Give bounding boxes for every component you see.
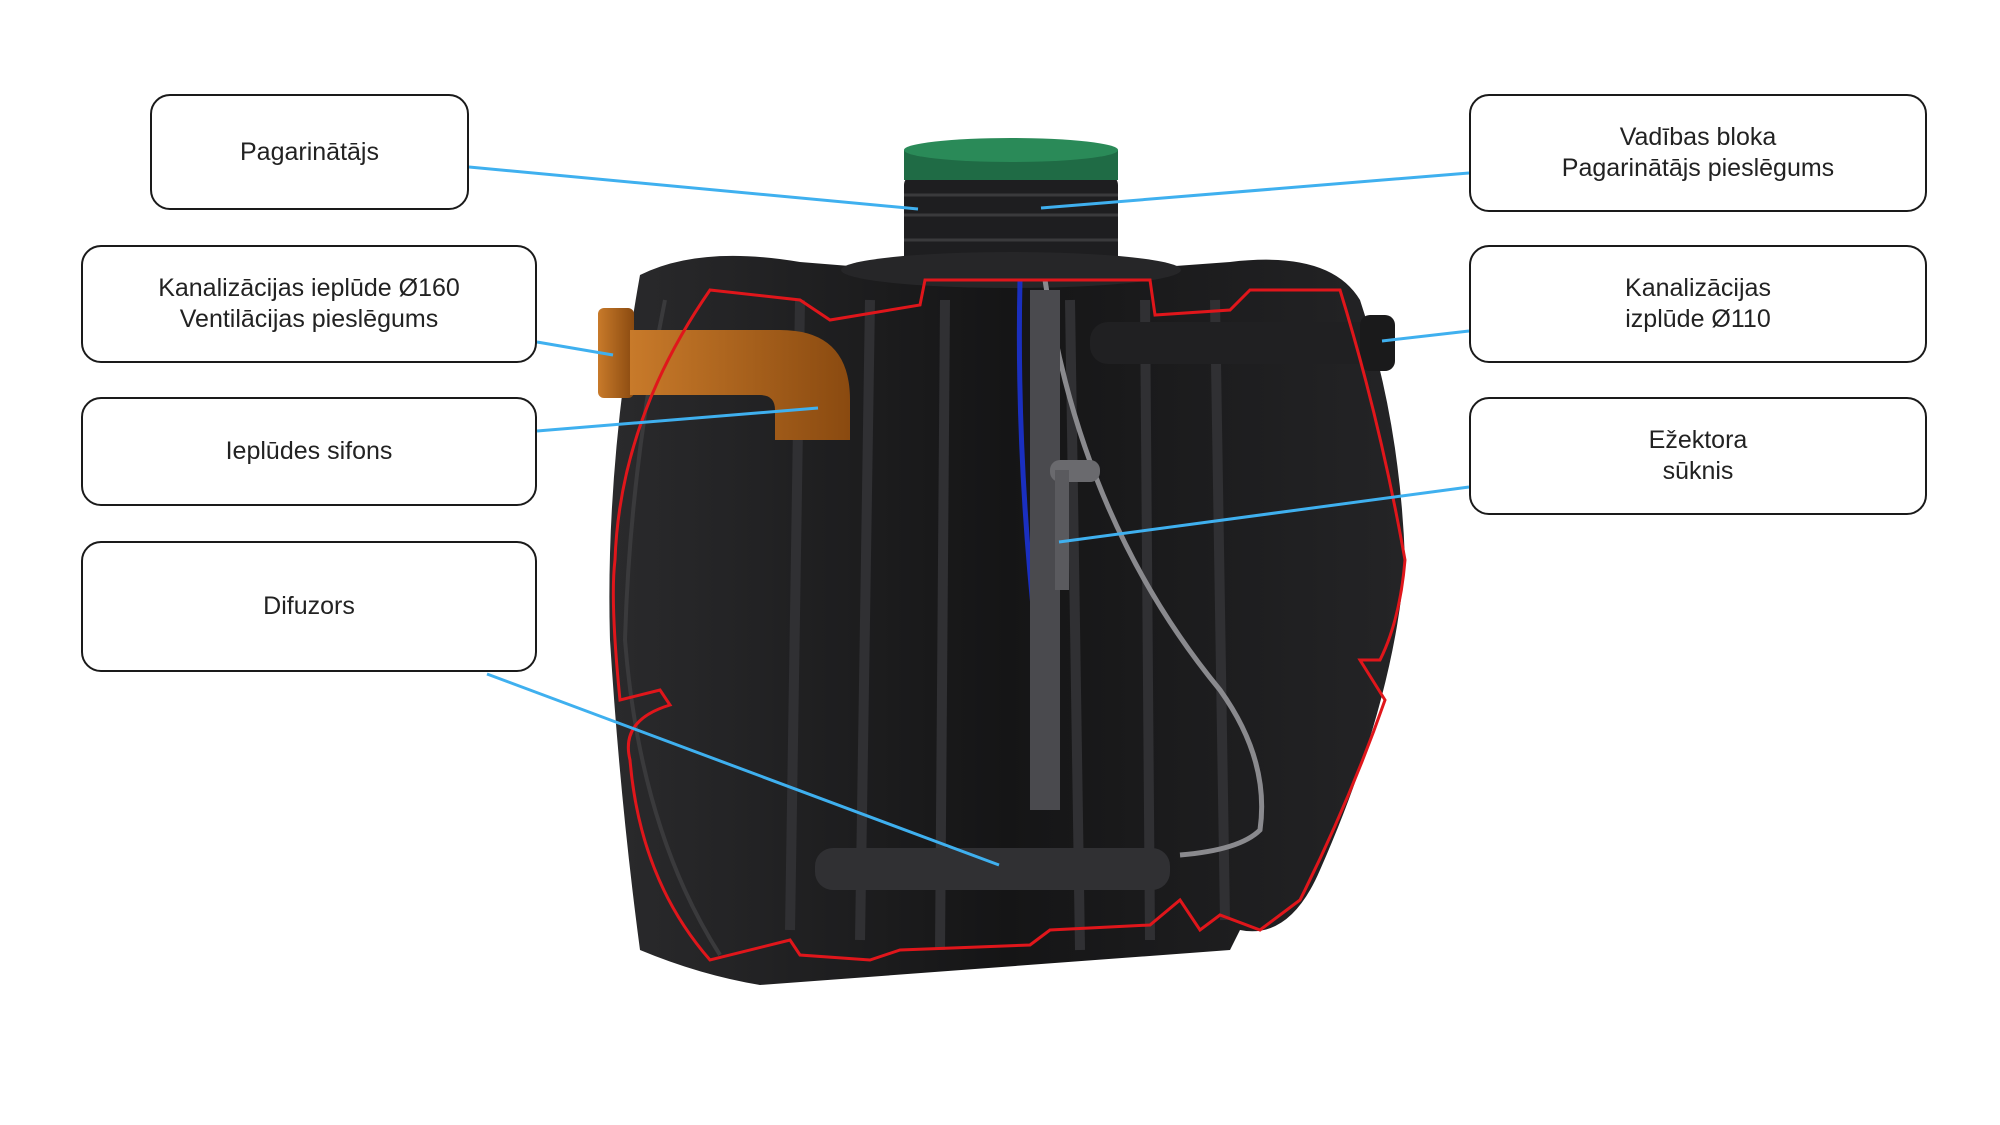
label-text: Ventilācijas pieslēgums	[179, 305, 439, 333]
leader-outlet	[1381, 329, 1470, 343]
leader-ejector	[1058, 485, 1470, 544]
label-extension: Pagarinātājs	[150, 94, 469, 210]
leader-lines	[468, 165, 1470, 867]
label-text: Kanalizācijas ieplūde Ø160	[158, 274, 460, 302]
label-ejector: Ežektora sūknis	[1469, 397, 1927, 515]
label-text: Vadības bloka	[1619, 123, 1777, 151]
leader-control	[1040, 171, 1470, 210]
label-text: Kanalizācijas	[1625, 274, 1771, 302]
green-lid	[904, 138, 1118, 180]
label-control: Vadības bloka Pagarinātājs pieslēgums	[1469, 94, 1927, 212]
leader-siphon	[536, 406, 819, 433]
label-outlet: Kanalizācijas izplūde Ø110	[1469, 245, 1927, 363]
label-text: Difuzors	[263, 592, 355, 620]
label-diffuser: Difuzors	[81, 541, 537, 672]
label-text: Ieplūdes sifons	[225, 437, 393, 465]
label-text: Pagarinātājs	[240, 137, 379, 166]
label-text: Ežektora	[1648, 426, 1748, 454]
inlet-pipe	[598, 308, 850, 440]
leader-inlet	[536, 340, 614, 357]
label-siphon: Ieplūdes sifons	[81, 397, 537, 506]
leader-extension	[468, 165, 919, 211]
label-text: Pagarinātājs pieslēgums	[1561, 154, 1835, 182]
label-text: izplūde Ø110	[1625, 305, 1771, 333]
tank-neck	[841, 175, 1181, 288]
leader-diffuser	[486, 672, 1000, 867]
cut-outline	[611, 278, 1407, 962]
internal-pipes	[815, 279, 1265, 890]
label-inlet: Kanalizācijas ieplūde Ø160 Ventilācijas …	[81, 245, 537, 363]
outlet-pipe	[1090, 315, 1395, 371]
label-text: sūknis	[1662, 457, 1734, 485]
